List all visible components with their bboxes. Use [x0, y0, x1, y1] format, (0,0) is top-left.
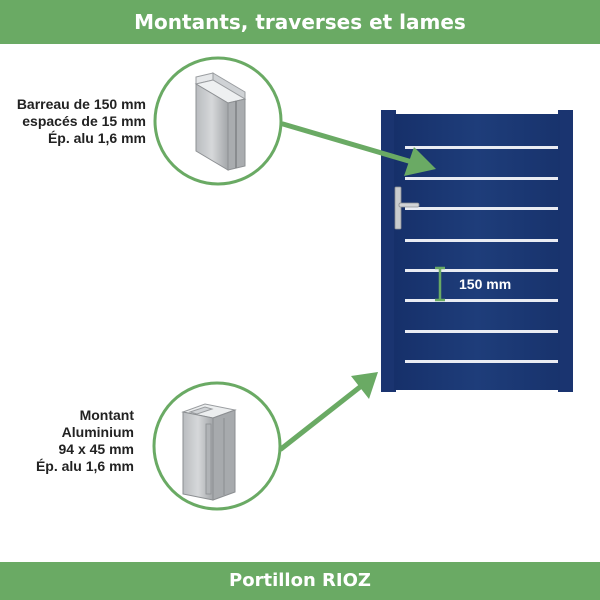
montant-description: Montant Aluminium 94 x 45 mm Ép. alu 1,6…	[0, 407, 134, 475]
barreau-line-3: Ép. alu 1,6 mm	[47, 130, 146, 146]
barreau-description: Barreau de 150 mm espacés de 15 mm Ép. a…	[0, 96, 146, 147]
gate-handle	[394, 186, 420, 230]
montant-line-3: 94 x 45 mm	[58, 441, 135, 457]
gate-post-left	[381, 110, 396, 392]
barreau-line-1: Barreau de 150 mm	[16, 96, 146, 112]
barreau-line-2: espacés de 15 mm	[22, 113, 146, 129]
header-title: Montants, traverses et lames	[134, 10, 466, 34]
slat-gap	[405, 177, 558, 180]
arrow-montant	[278, 372, 378, 452]
header-banner: Montants, traverses et lames	[0, 0, 600, 44]
barreau-detail	[153, 56, 283, 186]
montant-line-2: Aluminium	[61, 424, 134, 440]
slat-gap	[405, 207, 558, 210]
gate-post-right	[558, 110, 573, 392]
slat-gap	[405, 330, 558, 333]
montant-line-4: Ép. alu 1,6 mm	[35, 458, 134, 474]
gate-slats	[405, 146, 558, 363]
slat-gap	[405, 299, 558, 302]
footer-title: Portillon RIOZ	[229, 570, 371, 591]
montant-line-1: Montant	[79, 407, 134, 423]
slat-gap	[405, 360, 558, 363]
slat-gap	[405, 269, 558, 272]
dimension-label: 150 mm	[459, 276, 511, 292]
slat-gap	[405, 239, 558, 242]
montant-detail	[152, 381, 282, 511]
footer-banner: Portillon RIOZ	[0, 562, 600, 600]
montant-profile-icon	[181, 403, 237, 501]
gate-drawing: 150 mm	[381, 110, 573, 392]
barreau-profile-icon	[194, 72, 247, 171]
arrow-barreau	[280, 121, 436, 176]
slat-gap	[405, 146, 558, 149]
dimension-marker: 150 mm	[435, 266, 511, 302]
